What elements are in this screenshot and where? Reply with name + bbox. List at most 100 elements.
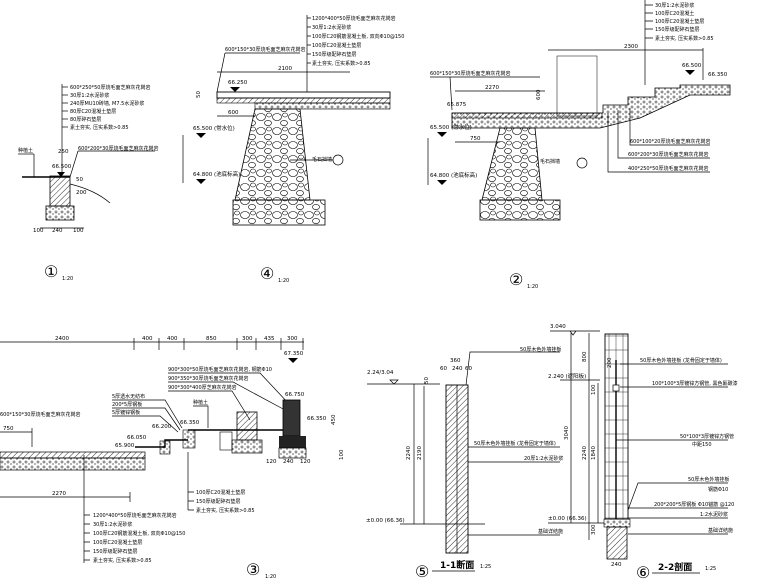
elevation-label: 66.350 xyxy=(708,72,728,78)
dim-label: 2100 xyxy=(278,66,292,72)
layer-callout-list: 1200*400*50厚烧毛面芝麻灰花岗岩 30厚1:2水泥砂浆 100厚C20… xyxy=(307,15,404,67)
layer-label: 100厚C20混凝土垫层 xyxy=(312,42,361,49)
layer-label: 素土夯实, 压实系数>0.85 xyxy=(312,60,371,67)
dim-label: 240 xyxy=(452,366,463,372)
elevation-label: 66.350 xyxy=(180,420,200,426)
elevation-label: 66.750 xyxy=(285,392,305,398)
section-marker-icon xyxy=(576,157,588,169)
dim-label: 240 xyxy=(283,459,294,465)
detail-5: 2.24/3.04 2240 2190 50 360 60 240 60 ±0.… xyxy=(366,346,563,580)
detail-1: 600*250*50厚烧毛面芝麻灰花岗岩 30厚1:2水泥砂浆 240厚MU10… xyxy=(18,84,158,282)
layer-label: 30厚1:2水泥砂浆 xyxy=(70,92,109,99)
layer-label: 80厚碎石垫层 xyxy=(70,116,101,123)
layer-label: 1200*400*50厚烧毛面芝麻灰花岗岩 xyxy=(312,15,396,22)
detail-6: 3.040 2.240 (遮阳板) ±0.00 (66.36) 3040 224… xyxy=(548,324,737,580)
elevation-label: 65.875 xyxy=(447,102,467,108)
layer-label: 80厚C20混凝土垫层 xyxy=(70,108,116,115)
step-label: 600*200*30厚烧毛面芝麻灰花岗岩 xyxy=(628,151,708,158)
layer-label: 100厚C20混凝土垫层 xyxy=(93,539,142,546)
layer-label: 150厚级配碎石垫层 xyxy=(312,51,357,58)
wall-label: 50厚木色外墙挂板 xyxy=(520,346,561,353)
layer-label: 150厚级配碎石垫层 xyxy=(655,26,700,33)
base-layer-label: 150厚级配碎石垫层 xyxy=(196,498,241,505)
detail-number: ① xyxy=(44,262,58,281)
soil-label: 种植土 xyxy=(18,147,33,154)
dim-label: 120 xyxy=(300,459,311,465)
callout-label: 900*300*50厚烧毛面芝麻灰花岗岩, 钢筋Φ10 xyxy=(168,366,272,373)
callout-label: 中距150 xyxy=(692,441,712,448)
elevation-label: ±0.00 (66.36) xyxy=(366,518,405,524)
detail-4: 1200*400*50厚烧毛面芝麻灰花岗岩 30厚1:2水泥砂浆 100厚C20… xyxy=(182,15,404,284)
dim-label: 300 xyxy=(287,336,298,342)
dim-label: 3040 xyxy=(564,426,570,440)
elevation-marker-icon xyxy=(437,132,447,137)
dim-label: 600 xyxy=(228,110,239,116)
pier-label: 毛石挡墙 xyxy=(540,158,560,165)
dim-label: 400 xyxy=(142,336,153,342)
callout-label: 5厚镀锌钢板 xyxy=(112,409,140,416)
layer-label: 100厚C20钢筋混凝土板, 双向Φ10@150 xyxy=(312,33,404,40)
edge-label: 600*150*30厚烧毛面芝麻灰花岗岩 xyxy=(430,70,510,77)
left-edge-label: 600*150*30厚烧毛面芝麻灰花岗岩 xyxy=(0,411,80,418)
elevation-label: 65.500 (常水位) xyxy=(430,123,472,131)
wall-label: 基础详结施 xyxy=(538,528,563,535)
callout-label: 900*300*400厚芝麻灰花岗岩 xyxy=(168,384,237,391)
dim-label: 120 xyxy=(266,459,277,465)
dim-label: 60 xyxy=(465,366,472,372)
pier-label: 毛石挡墙 xyxy=(312,156,332,163)
elevation-label: 64.800 (池底标高) xyxy=(430,171,477,179)
elevation-marker-icon xyxy=(437,180,447,185)
layer-label: 素土夯实, 压实系数>0.85 xyxy=(655,35,714,42)
elevation-marker-icon xyxy=(57,172,65,177)
detail-number: ③ xyxy=(246,560,260,579)
layer-label: 30厚1:2水泥砂浆 xyxy=(93,521,132,528)
dim-label: 1840 xyxy=(591,446,597,460)
wall-label: 20厚1:2水泥砂浆 xyxy=(524,455,563,462)
layer-label: 素土夯实, 压实系数>0.85 xyxy=(93,557,152,564)
dim-label: 300 xyxy=(591,524,597,535)
elevation-marker-icon xyxy=(196,133,206,138)
elevation-label: 65.900 xyxy=(115,443,135,449)
layer-label: 素土夯实, 压实系数>0.85 xyxy=(70,124,129,131)
layer-label: 30厚1:2水泥砂浆 xyxy=(312,24,351,31)
elevation-label: 67.350 xyxy=(284,351,304,357)
elevation-label: 66.250 xyxy=(228,80,248,86)
callout-label: 基础详结施 xyxy=(708,527,733,534)
dim-label: 60 xyxy=(440,366,447,372)
elevation-label: 2.240 (遮阳板) xyxy=(548,372,586,380)
dim-label: 750 xyxy=(3,426,14,432)
elevation-label: 65.500 (常水位) xyxy=(193,124,235,132)
callout-label: 5厚透水无纺布 xyxy=(112,393,145,400)
elevation-marker-icon xyxy=(288,358,298,363)
layer-label: 150厚级配碎石垫层 xyxy=(93,548,138,555)
elevation-marker-icon xyxy=(196,179,206,184)
edge-label: 600*150*30厚烧毛面芝麻灰花岗岩 xyxy=(225,46,305,53)
section-marker-icon xyxy=(332,154,344,166)
callout-label: 200*200*5厚钢板 Φ10锚筋 @120 xyxy=(654,501,734,508)
layer-label: 30厚1:2水泥砂浆 xyxy=(655,2,694,9)
layer-label: 600*250*50厚烧毛面芝麻灰花岗岩 xyxy=(70,84,150,91)
detail-scale: 1:20 xyxy=(278,278,289,284)
dim-label: 50 xyxy=(424,377,430,384)
layer-label: 100厚C20混凝土垫层 xyxy=(655,18,704,25)
dim-label: 600 xyxy=(536,89,542,100)
dim-label: 2270 xyxy=(485,85,499,91)
detail-3: 2400 400 400 850 300 435 300 67.350 900*… xyxy=(0,336,345,580)
elevation-marker-icon xyxy=(685,70,695,75)
elevation-label: 66.500 xyxy=(682,63,702,69)
dim-label: 2300 xyxy=(624,44,638,50)
cap-label: 600*200*30厚烧毛面芝麻灰花岗岩 xyxy=(78,145,158,152)
layer-label: 100厚C20混凝土 xyxy=(655,10,694,17)
dim-label: 360 xyxy=(450,358,461,364)
dim-label: 450 xyxy=(331,414,337,425)
dim-label: 400 xyxy=(167,336,178,342)
dim-label: 250 xyxy=(58,149,69,155)
elevation-label: 66.500 xyxy=(52,164,72,170)
dim-label: 750 xyxy=(470,136,481,142)
layer-label: 240厚MU10砖墙, M7.5水泥砂浆 xyxy=(70,100,144,107)
callout-label: 1:2水泥砂浆 xyxy=(700,511,728,518)
dim-label: 435 xyxy=(264,336,275,342)
dim-label: 2190 xyxy=(417,446,423,460)
callout-label: 种植土 xyxy=(193,399,208,406)
